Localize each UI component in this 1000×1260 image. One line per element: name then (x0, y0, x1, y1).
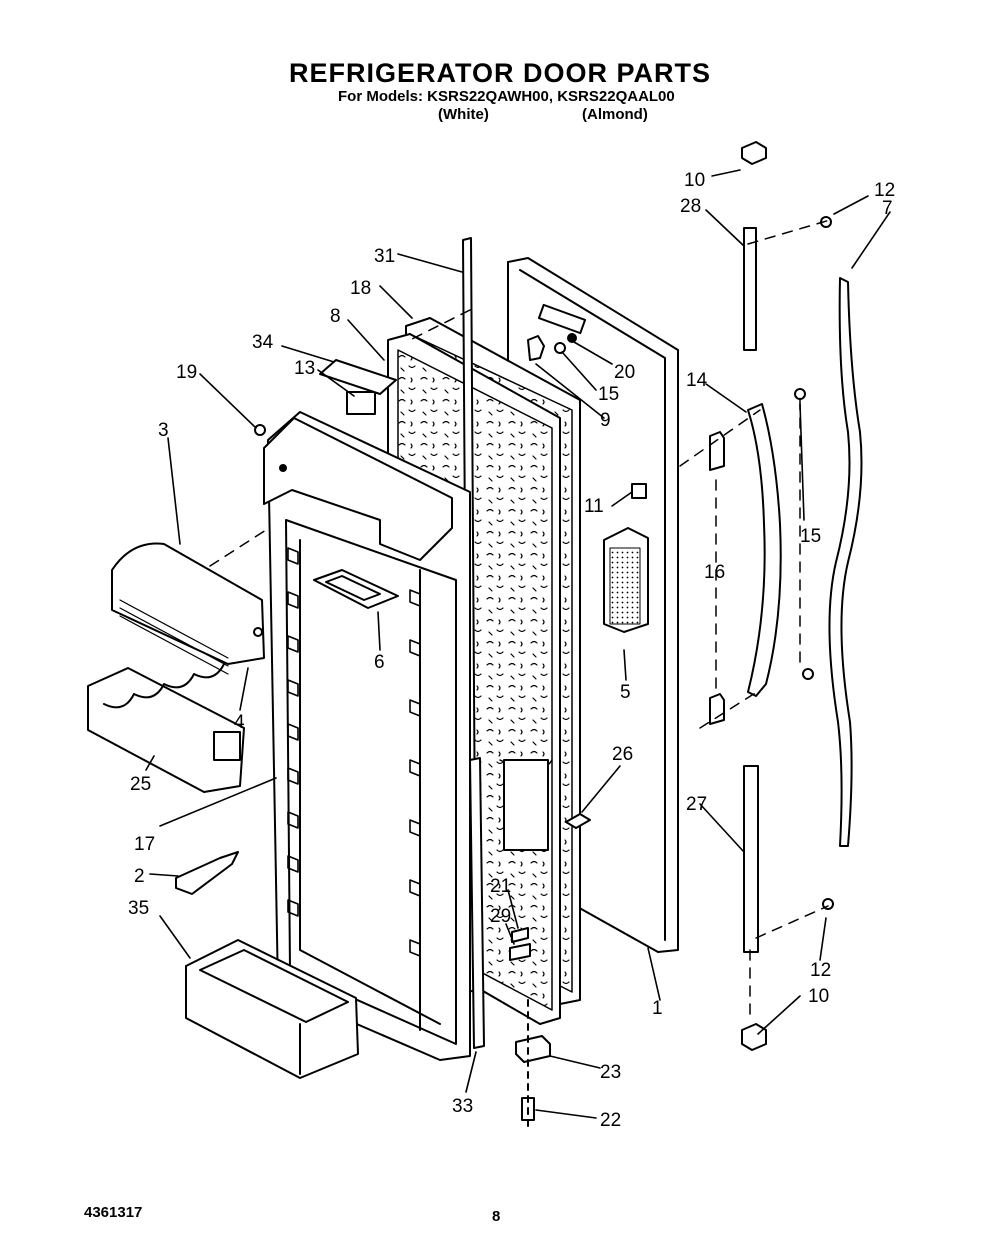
callout-34: 34 (252, 332, 274, 353)
assembly-lines (209, 219, 831, 1021)
callout-20: 20 (614, 362, 635, 383)
inner-door-liner (263, 359, 471, 1061)
callout-18: 18 (350, 278, 371, 299)
callout-11: 11 (584, 496, 604, 517)
callout-9: 9 (600, 410, 611, 431)
callout-labels: 10 28 12 7 31 18 8 34 19 13 20 15 9 3 14… (128, 170, 895, 1131)
callout-27: 27 (686, 794, 707, 815)
trim-strip-33 (469, 757, 485, 1049)
callout-12-top: 12 (874, 180, 895, 201)
callout-19: 19 (176, 362, 197, 383)
callout-15-right: 15 (800, 526, 821, 547)
handle-spacers-16 (709, 431, 725, 725)
callout-14: 14 (686, 370, 708, 391)
door-vent (603, 527, 649, 633)
callout-13: 13 (294, 358, 315, 379)
callout-33: 33 (452, 1096, 473, 1117)
callout-25: 25 (130, 774, 151, 795)
callout-12-bottom: 12 (810, 960, 831, 981)
door-handle (747, 403, 782, 697)
mounting-bracket-11 (631, 483, 647, 499)
hinge-bracket-parts (527, 303, 587, 361)
callout-10-top: 10 (684, 170, 705, 191)
callout-7: 7 (882, 198, 893, 219)
dispenser-tray (313, 569, 399, 609)
callout-5: 5 (620, 682, 631, 703)
leader-lines (145, 169, 891, 1119)
callout-26: 26 (612, 744, 633, 765)
handle-lower-bracket (741, 765, 767, 1051)
callout-2: 2 (134, 866, 145, 887)
handle-trim-strip (828, 277, 863, 847)
variant-almond: (Almond) (582, 106, 648, 123)
callout-31: 31 (374, 246, 395, 267)
callout-23: 23 (600, 1062, 621, 1083)
handle-upper-bracket (741, 141, 767, 351)
callout-21: 21 (490, 876, 511, 897)
ice-bin (87, 663, 245, 793)
ice-dispenser-cover (111, 542, 265, 675)
callout-1: 1 (652, 998, 663, 1019)
callout-4: 4 (234, 712, 245, 733)
callout-17: 17 (134, 834, 155, 855)
page-title: REFRIGERATOR DOOR PARTS (288, 58, 711, 88)
callout-16: 16 (704, 562, 725, 583)
callout-8: 8 (330, 306, 341, 327)
models-line: For Models: KSRS22QAWH00, KSRS22QAAL00 (338, 88, 675, 105)
callout-29: 29 (490, 906, 511, 927)
bottom-door-bin (185, 939, 359, 1079)
lower-hinge-parts (509, 813, 591, 1131)
callout-15-upper: 15 (598, 384, 619, 405)
callout-22: 22 (600, 1110, 621, 1131)
callout-35: 35 (128, 898, 149, 919)
callout-6: 6 (374, 652, 385, 673)
callout-10-bottom: 10 (808, 986, 829, 1007)
door-clip (175, 851, 239, 895)
callout-3: 3 (158, 420, 169, 441)
page-number: 8 (492, 1208, 501, 1225)
callout-28: 28 (680, 196, 701, 217)
variant-white: (White) (438, 106, 489, 123)
document-number: 4361317 (84, 1204, 143, 1221)
